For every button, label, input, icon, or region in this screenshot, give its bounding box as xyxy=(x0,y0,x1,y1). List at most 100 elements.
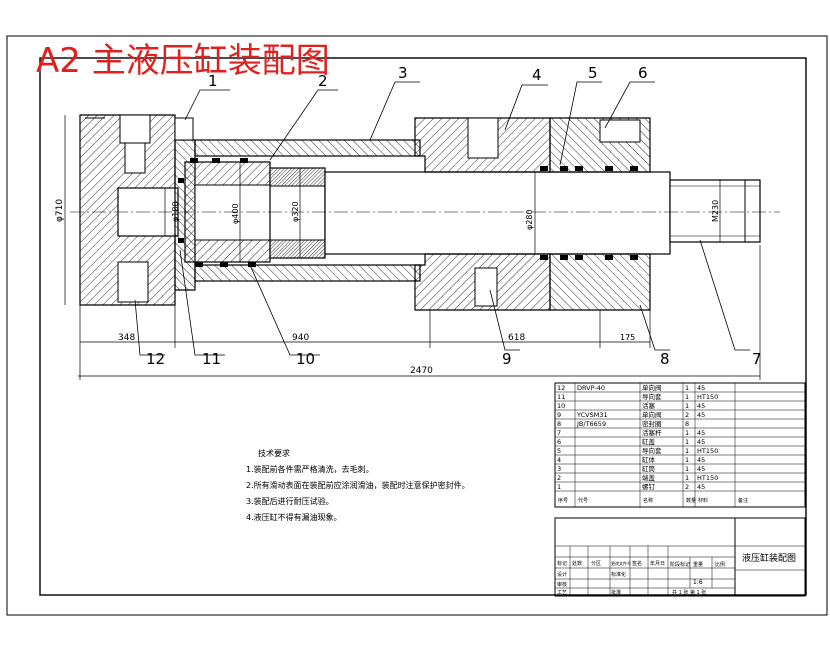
tb-std: 标准化 xyxy=(611,571,626,578)
dim-2470: 2470 xyxy=(410,366,433,376)
bom-cell-qty: 1 xyxy=(685,429,689,437)
outer-border xyxy=(6,35,828,616)
bom-header-qty: 数量 xyxy=(686,497,696,504)
bom-cell-qty: 1 xyxy=(685,402,689,410)
dim-618: 618 xyxy=(508,333,525,343)
dim-940: 940 xyxy=(292,333,309,343)
tb-date: 年月日 xyxy=(650,560,665,567)
dim-348: 348 xyxy=(118,333,135,343)
bom-cell-qty: 2 xyxy=(685,483,689,491)
bom-cell-no: 11 xyxy=(557,393,565,401)
balloon-labels: 1 2 3 4 5 6 7 8 9 10 11 12 xyxy=(146,64,762,368)
bom-cell-code: YCVSM31 xyxy=(576,411,608,419)
bom-cell-no: 2 xyxy=(557,474,561,482)
bom-cell-name: 单向阀 xyxy=(642,383,662,392)
bom-cell-name: 导向套 xyxy=(642,446,662,455)
bom-header-material: 材料 xyxy=(698,497,708,504)
tb-doc: 更改文件号 xyxy=(611,560,631,566)
dim-710: φ710 xyxy=(55,199,65,222)
bom-cell-qty: 1 xyxy=(685,474,689,482)
tb-zone: 分区 xyxy=(591,560,601,567)
tb-scale: 1:6 xyxy=(693,579,703,586)
bom-cell-material: 45 xyxy=(697,465,705,473)
balloon-11: 11 xyxy=(202,350,221,368)
bom-cell-qty: 1 xyxy=(685,393,689,401)
bom-cell-name: 缸盖 xyxy=(642,437,656,446)
tb-mark: 标记 xyxy=(557,560,567,567)
bom-header-name: 名称 xyxy=(643,497,653,504)
balloon-1: 1 xyxy=(208,72,218,90)
balloon-3: 3 xyxy=(398,64,408,82)
cylinder-section xyxy=(70,114,780,311)
bom-cell-no: 12 xyxy=(557,384,565,392)
bom-cell-qty: 1 xyxy=(685,384,689,392)
title-block: 液压缸装配图 标记 处数 分区 更改文件号 签名 年月日 设计 标准化 阶段标记… xyxy=(554,517,806,597)
bom-cell-qty: 8 xyxy=(685,420,689,428)
dim-320: φ320 xyxy=(291,201,300,222)
notes-heading: 技术要求 xyxy=(258,448,290,458)
bom-cell-material: 45 xyxy=(697,402,705,410)
technical-notes: 技术要求 1.装配前各件需严格清洗，去毛刺。 2.所有滑动表面在装配前应涂润滑油… xyxy=(246,448,470,522)
bom-cell-qty: 1 xyxy=(685,465,689,473)
tb-stage: 阶段标记 xyxy=(670,561,690,568)
bom-cell-name: 活塞杆 xyxy=(642,428,662,437)
bom-cell-name: 活塞 xyxy=(642,401,656,410)
bom-cell-no: 7 xyxy=(557,429,561,437)
balloon-8: 8 xyxy=(660,350,670,368)
balloon-10: 10 xyxy=(296,350,315,368)
dim-thread: M230 xyxy=(711,200,720,222)
bom-cell-no: 1 xyxy=(557,483,561,491)
bom-cell-name: 导向套 xyxy=(642,392,662,401)
note-3: 3.装配后进行耐压试验。 xyxy=(246,496,334,506)
tb-scale-label: 比例 xyxy=(715,561,725,568)
note-1: 1.装配前各件需严格清洗，去毛刺。 xyxy=(246,464,374,474)
inner-border xyxy=(39,57,807,596)
bom-cell-no: 4 xyxy=(557,456,561,464)
tb-weight: 重量 xyxy=(693,561,703,568)
bom-cell-name: 密封圈 xyxy=(642,419,662,428)
balloon-12: 12 xyxy=(146,350,165,368)
bom-cell-qty: 1 xyxy=(685,447,689,455)
bom-cell-no: 8 xyxy=(557,420,561,428)
tb-drawing-name: 液压缸装配图 xyxy=(742,552,796,564)
tb-sheet: 共 1 张 第 1 张 xyxy=(672,589,706,596)
bom-cell-code: DRVP-40 xyxy=(577,384,605,392)
dim-280: φ280 xyxy=(525,209,534,230)
bom-cell-material: 45 xyxy=(697,438,705,446)
drawing-title: A2 主液压缸装配图 xyxy=(36,41,330,81)
bom-cell-material: 45 xyxy=(697,483,705,491)
bom-cell-code: JB/T6659 xyxy=(576,420,606,428)
bom-cell-name: 螺钉 xyxy=(642,482,656,491)
bom-cell-material: HT150 xyxy=(697,447,718,455)
balloon-4: 4 xyxy=(532,66,542,84)
tb-approve: 批准 xyxy=(611,589,621,596)
bom-cell-material: HT150 xyxy=(697,474,718,482)
bom-cell-no: 6 xyxy=(557,438,561,446)
bom-cell-material: HT150 xyxy=(697,393,718,401)
balloon-2: 2 xyxy=(318,72,328,90)
dim-400: φ400 xyxy=(231,203,240,224)
dim-180: φ180 xyxy=(171,201,180,222)
dimension-lines xyxy=(64,115,761,380)
bom-cell-material: 45 xyxy=(697,411,705,419)
tb-check: 审核 xyxy=(557,581,567,588)
bom-header-no: 序号 xyxy=(558,497,568,504)
balloon-7: 7 xyxy=(752,350,762,368)
tb-design: 设计 xyxy=(557,571,567,578)
bom-cell-no: 9 xyxy=(557,411,561,419)
dim-175: 175 xyxy=(620,333,635,342)
note-4: 4.液压缸不得有漏油现象。 xyxy=(246,512,342,522)
tb-count: 处数 xyxy=(572,560,582,567)
bom-cell-material: 45 xyxy=(697,456,705,464)
leader-lines xyxy=(134,81,750,356)
tb-sign: 签名 xyxy=(632,560,642,567)
bom-cell-name: 单向阀 xyxy=(642,410,662,419)
note-2: 2.所有滑动表面在装配前应涂润滑油，装配时注意保护密封件。 xyxy=(246,480,470,490)
bom-cell-material: 45 xyxy=(697,384,705,392)
bom-header-code: 代号 xyxy=(578,497,588,504)
bom-cell-name: 缸筒 xyxy=(642,464,656,473)
balloon-6: 6 xyxy=(638,64,648,82)
bom-header-remark: 备注 xyxy=(738,497,748,504)
